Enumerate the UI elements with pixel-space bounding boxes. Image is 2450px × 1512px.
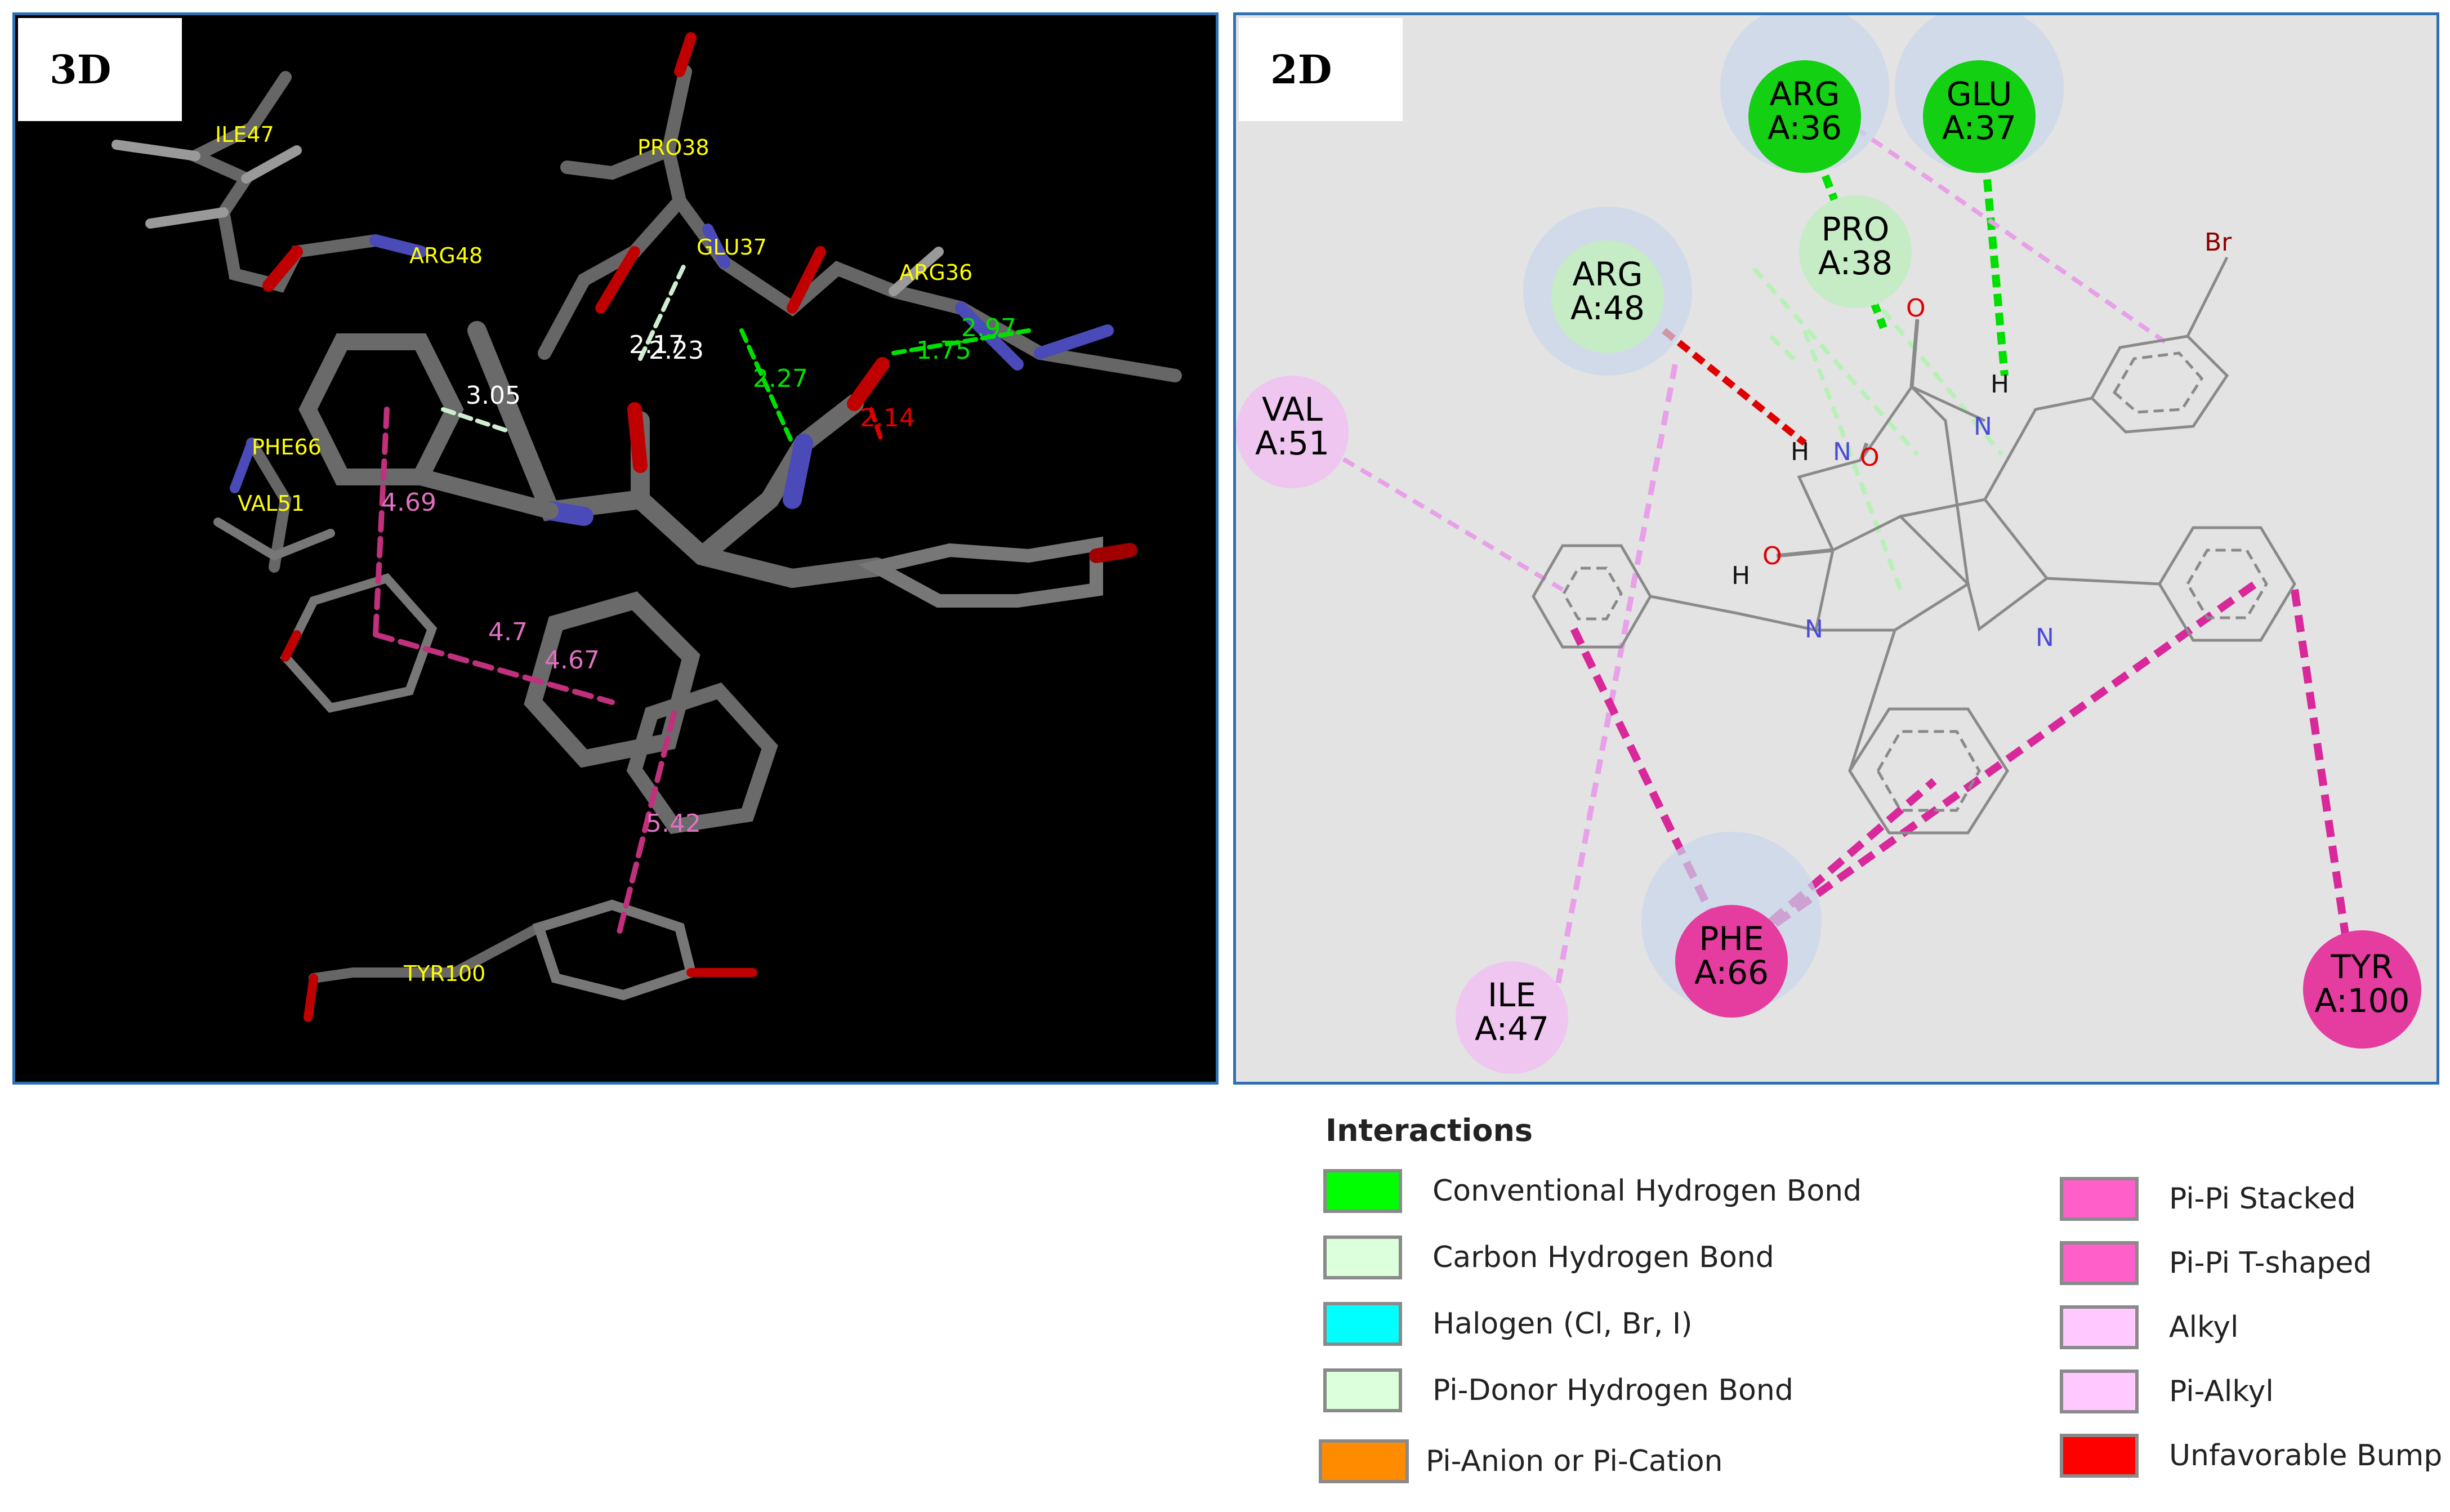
distance-2-23: 2.23 [649,336,704,365]
atom-n-left: N [1833,438,1851,466]
svg-text:A:66: A:66 [1694,953,1769,992]
legend-swatch [1323,1368,1402,1412]
residue-val51: VAL A:51 [1236,376,1349,488]
residue-pro38: PRO A:38 [1799,195,1912,308]
svg-text:A:36: A:36 [1768,109,1842,147]
svg-text:ARG: ARG [1573,255,1643,293]
atom-o-top: O [1906,294,1926,323]
residue-labels-3d: ILE47 PRO38 ARG48 GLU37 ARG36 PHE66 VAL5… [215,122,972,986]
legend-swatch [1323,1236,1402,1279]
legend-swatch [1319,1439,1409,1483]
residue-tyr100-sticks [304,899,757,1022]
atom-h-ch2: H [1731,561,1750,590]
svg-text:PRO: PRO [1822,210,1890,248]
distance-labels-3d: 3.05 2.17 2.23 2.27 1.75 2.97 2.14 4.69 … [381,314,1016,838]
svg-text:PHE: PHE [1699,920,1764,958]
svg-text:A:37: A:37 [1942,109,2016,147]
panel-2d: Br O O O N N N N H H H ARG A:36 GLU [1233,12,2439,1085]
residue-arg48: ARG A:48 [1523,207,1692,376]
atom-o-left: O [1762,542,1782,570]
legend-item-pi-pi-stacked: Pi-Pi Stacked [2060,1174,2356,1224]
svg-text:A:47: A:47 [1475,1010,1549,1048]
legend-item-pi-donor-hbond: Pi-Donor Hydrogen Bond [1323,1365,1793,1416]
view-3d: ILE47 PRO38 ARG48 GLU37 ARG36 PHE66 VAL5… [111,32,1182,1022]
benzyl-ring [1532,544,1652,649]
legend-swatch [2060,1434,2139,1478]
svg-text:ILE: ILE [1488,976,1536,1014]
label-ile47: ILE47 [215,122,274,147]
legend-swatch [2060,1177,2139,1221]
label-pro38: PRO38 [637,135,709,160]
atom-o-mid: O [1860,443,1880,472]
svg-text:GLU: GLU [1947,75,2012,113]
distance-3-05: 3.05 [466,381,521,410]
legend-item-pi-alkyl: Pi-Alkyl [2060,1366,2274,1417]
atom-n-imide: N [1974,412,1992,441]
svg-text:A:48: A:48 [1570,289,1645,327]
interaction-lines-2d [1324,121,2355,990]
indole-ring [1848,707,2009,835]
legend-swatch [1323,1302,1402,1346]
atom-br: Br [2204,228,2232,257]
distance-2-14: 2.14 [860,404,915,432]
atom-h-glu: H [1991,370,2009,399]
svg-text:A:38: A:38 [1818,244,1893,282]
distance-2-97: 2.97 [961,314,1016,342]
residue-ile47: ILE A:47 [1456,961,1568,1074]
svg-text:A:100: A:100 [2315,982,2410,1020]
interactions-legend: Interactions Conventional Hydrogen Bond … [1312,1104,2442,1509]
label-tyr100: TYR100 [403,961,485,986]
ligand-2d [1532,256,2296,835]
svg-text:VAL: VAL [1262,390,1323,429]
atom-n-indole: N [1805,615,1823,644]
atom-n-ring: N [2036,623,2054,652]
legend-item-pi-pi-t-shaped: Pi-Pi T-shaped [2060,1238,2372,1288]
legend-swatch [2060,1241,2139,1285]
legend-swatch [1323,1169,1402,1213]
legend-item-unfavorable-bump: Unfavorable Bump [2060,1430,2442,1481]
distance-4-69: 4.69 [381,488,436,517]
bromophenyl-ring [2090,334,2229,434]
ligand-sticks [298,321,1137,835]
label-glu37: GLU37 [697,235,767,260]
distance-2-27: 2.27 [753,364,808,393]
distance-4-67: 4.67 [545,646,600,675]
residue-ile47-sticks [111,71,427,293]
distance-1-75: 1.75 [916,336,971,365]
legend-swatch [2060,1370,2139,1413]
label-val51: VAL51 [238,491,305,516]
legend-swatch [2060,1305,2139,1349]
phenyl-ring [2158,526,2296,642]
distance-4-7: 4.7 [488,618,528,646]
distance-5-42: 5.42 [646,809,701,838]
residue-tyr100: TYR A:100 [2303,930,2421,1049]
legend-item-alkyl: Alkyl [2060,1302,2239,1353]
legend-item-conventional-hbond: Conventional Hydrogen Bond [1323,1166,1862,1216]
label-arg36: ARG36 [899,260,972,285]
label-arg48: ARG48 [409,243,483,268]
atom-h-arg: H [1791,438,1809,466]
distance-2-17: 2.17 [629,331,684,359]
svg-text:A:51: A:51 [1255,424,1329,462]
legend-title: Interactions [1326,1113,1533,1148]
residue-phe66-val51-sticks [213,438,438,713]
legend-item-pi-anion-cation: Pi-Anion or Pi-Cation [1319,1436,1723,1487]
view-2d: Br O O O N N N N H H H ARG A:36 GLU [1236,15,2421,1074]
legend-item-halogen: Halogen (Cl, Br, I) [1323,1299,1693,1349]
residue-glu37: GLU A:37 [1895,15,2064,173]
svg-text:ARG: ARG [1770,75,1840,113]
legend-item-carbon-hbond: Carbon Hydrogen Bond [1323,1232,1774,1283]
panel-3d: ILE47 PRO38 ARG48 GLU37 ARG36 PHE66 VAL5… [12,12,1219,1085]
label-phe66: PHE66 [252,435,322,460]
panel-2d-tag: 2D [1239,18,1403,121]
residue-arg36: ARG A:36 [1720,15,1889,173]
residue-phe66: PHE A:66 [1641,832,1822,1018]
residue-discs: ARG A:36 GLU A:37 PRO A:38 ARG A:48 [1236,15,2421,1074]
interaction-lines-3d [373,261,1031,942]
panel-3d-tag: 3D [18,18,182,121]
svg-text:TYR: TYR [2330,948,2393,986]
atom-labels-2d: Br O O O N N N N H H H [1731,228,2232,652]
residue-backbone-sticks [538,32,1182,382]
